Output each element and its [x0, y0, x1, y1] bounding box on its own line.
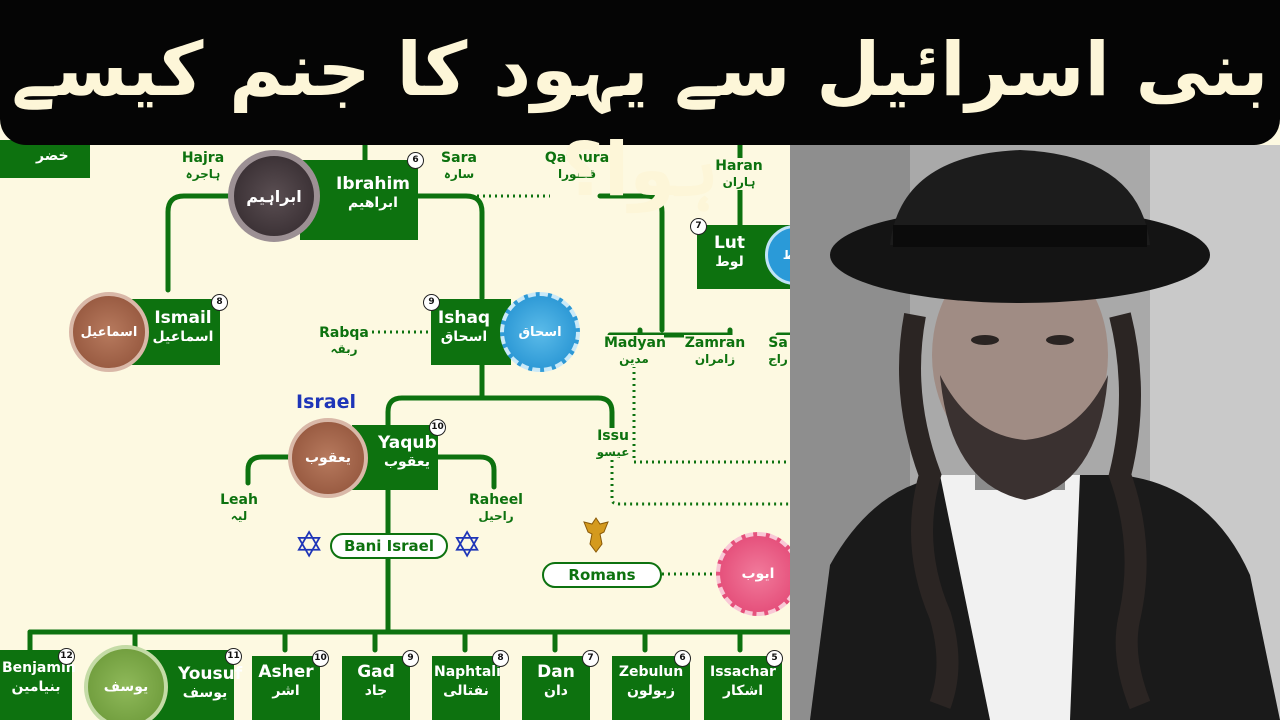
node-issachar-en: Issachar [710, 664, 776, 680]
node-yaqub-ur: یعقوب [383, 454, 431, 470]
node-benjamin-number: 12 [58, 648, 75, 665]
label-sarah-cut-ur: راج [768, 352, 788, 366]
node-ishaq-number: 9 [423, 294, 440, 311]
node-issachar[interactable]: Issachar اشکار [704, 656, 782, 720]
label-qathura-en: Qathura [544, 150, 610, 166]
node-ibrahim-en: Ibrahim [336, 174, 410, 194]
label-hajra-en: Hajra [181, 150, 225, 166]
node-yaqub-number: 10 [429, 419, 446, 436]
node-dan-en: Dan [537, 662, 575, 682]
node-ismail-ur: اسماعیل [152, 329, 214, 345]
man-portrait-photo [790, 145, 1280, 720]
node-naphtali[interactable]: Naphtali نفتالی [432, 656, 501, 720]
node-zebulun-en: Zebulun [618, 664, 684, 680]
node-naphtali-number: 8 [492, 650, 509, 667]
node-dan[interactable]: Dan دان [522, 656, 590, 720]
banner-title: بنی اسرائیل سے یہود کا جنم کیسے ہوا؟ [11, 27, 1269, 213]
node-lut-number: 7 [690, 218, 707, 235]
node-gad-number: 9 [402, 650, 419, 667]
corner-label: خضر [36, 148, 69, 164]
star-of-david-right-icon: ✡ [452, 525, 483, 566]
node-yousuf-number: 11 [225, 648, 242, 665]
label-madyan: Madyan مدین [604, 335, 666, 367]
label-haran-en: Haran [715, 158, 763, 174]
medal-ibrahim: ابراہیم [228, 150, 320, 242]
node-dan-number: 7 [582, 650, 599, 667]
node-dan-ur: دان [544, 683, 568, 699]
node-gad[interactable]: Gad جاد [342, 656, 410, 720]
node-issachar-ur: اشکار [722, 683, 764, 699]
label-sara-en: Sara [441, 150, 477, 166]
label-zamran-ur: زامران [694, 352, 736, 366]
label-leah-en: Leah [220, 492, 258, 508]
node-ibrahim-ur: ابراھیم [348, 195, 398, 211]
title-banner: بنی اسرائیل سے یہود کا جنم کیسے ہوا؟ [0, 0, 1280, 213]
label-issu-ur: عیسو [596, 445, 630, 459]
node-benjamin[interactable]: Benjamin بنیامین [0, 650, 76, 720]
node-benjamin-en: Benjamin [2, 660, 76, 676]
label-zamran: Zamran زامران [684, 335, 746, 367]
label-raheel: Raheel راحیل [468, 492, 524, 524]
label-madyan-ur: مدین [619, 352, 649, 366]
label-raheel-en: Raheel [469, 492, 523, 508]
node-ishaq[interactable]: Ishaq اسحاق [431, 299, 511, 365]
node-ishaq-ur: اسحاق [440, 329, 488, 345]
label-sara-ur: سارہ [443, 167, 475, 181]
label-leah: Leah لیہ [218, 492, 260, 524]
node-zebulun[interactable]: Zebulun زبولون [612, 656, 690, 720]
node-gad-en: Gad [357, 662, 395, 682]
node-asher[interactable]: Asher اشر [252, 656, 320, 720]
node-yousuf-ur: یوسف [182, 685, 228, 701]
label-issu-en: Issu [597, 428, 629, 444]
node-naphtali-en: Naphtali [434, 664, 501, 680]
node-asher-en: Asher [258, 662, 314, 682]
label-issu: Issu عیسو [596, 428, 630, 460]
label-leah-ur: لیہ [230, 509, 248, 523]
label-sarah-cut-en: Sa [768, 335, 788, 351]
romans-pill: Romans [542, 562, 662, 588]
medal-ismail: اسماعیل [69, 292, 149, 372]
label-sara: Sara سارہ [438, 150, 480, 182]
node-naphtali-ur: نفتالی [443, 683, 489, 699]
medal-yaqub: یعقوب [288, 418, 368, 498]
label-hajra-ur: ہاجرہ [185, 167, 221, 181]
label-zamran-en: Zamran [684, 335, 746, 351]
node-ismail-number: 8 [211, 294, 228, 311]
node-zebulun-number: 6 [674, 650, 691, 667]
medal-ayub: ایوب [716, 532, 790, 616]
label-raheel-ur: راحیل [478, 509, 514, 523]
node-asher-number: 10 [312, 650, 329, 667]
node-lut-ur: لوط [715, 254, 744, 270]
node-issachar-number: 5 [766, 650, 783, 667]
label-haran: Haran ہاران [712, 158, 766, 190]
node-zebulun-ur: زبولون [626, 683, 676, 699]
label-rabqa-ur: ربقہ [330, 342, 358, 356]
label-haran-ur: ہاران [722, 175, 756, 189]
node-yousuf-en: Yousuf [178, 664, 243, 684]
label-madyan-en: Madyan [604, 335, 666, 351]
bani-israel-pill: Bani Israel [330, 533, 448, 559]
label-qathura-ur: قطورا [557, 167, 597, 181]
node-asher-ur: اشر [272, 683, 300, 699]
node-ishaq-en: Ishaq [437, 308, 491, 328]
label-qathura: Qathura قطورا [544, 150, 610, 182]
node-gad-ur: جاد [364, 683, 388, 699]
israel-label: Israel [296, 391, 356, 413]
star-of-david-left-icon: ✡ [294, 525, 325, 566]
tree-connectors [0, 137, 790, 653]
label-rabqa: Rabqa ربقہ [318, 325, 370, 357]
label-sarah-cut: Sa راج [766, 335, 790, 367]
label-rabqa-en: Rabqa [319, 325, 369, 341]
eagle-emblem-icon [582, 514, 610, 554]
medal-ishaq: اسحاق [500, 292, 580, 372]
node-benjamin-ur: بنیامین [11, 679, 61, 695]
node-ismail-en: Ismail [154, 308, 212, 328]
medal-yousuf: یوسف [84, 645, 168, 720]
node-ibrahim-number: 6 [407, 152, 424, 169]
node-yaqub-en: Yaqub [378, 433, 437, 453]
label-hajra: Hajra ہاجرہ [178, 150, 228, 182]
node-lut-en: Lut [713, 233, 746, 253]
